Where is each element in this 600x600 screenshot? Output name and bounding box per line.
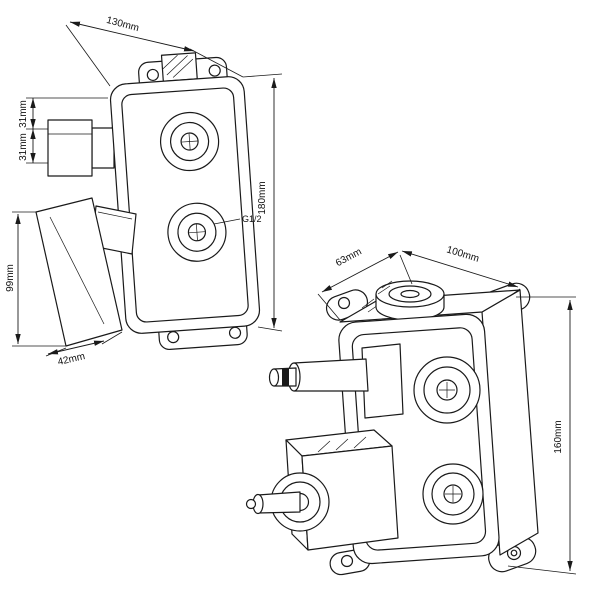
ear-hole: [340, 554, 354, 568]
diverter-assembly: [245, 429, 399, 551]
valve-front-body: [109, 52, 261, 351]
handle-lever: [35, 197, 137, 347]
top-inlet-cylinder: [375, 280, 445, 321]
mixer-valve-front-view: 130mm 31mm 31mm 99mm 42mm 180mm: [5, 15, 283, 368]
diverter-knob: [245, 472, 330, 532]
dim-label-body-height: 180mm: [257, 181, 268, 214]
dim-label-width: 100mm: [445, 244, 480, 264]
thread-spec-label: G1/2: [242, 214, 262, 224]
valve-body-iso-view: 63mm 100mm 160mm: [245, 244, 577, 576]
dim-label-step-upper: 31mm: [18, 100, 29, 128]
dim-label-handle-length: 99mm: [5, 264, 16, 292]
front-upper-port: [159, 111, 220, 172]
iso-upper-port: [413, 356, 481, 424]
iso-lower-port: [422, 463, 484, 525]
dim-label-handle-width: 42mm: [57, 351, 87, 368]
ear-hole: [337, 296, 351, 310]
top-boss: [160, 52, 198, 82]
dim-label-depth: 63mm: [334, 246, 364, 269]
front-view-dimensions: 130mm 31mm 31mm 99mm 42mm 180mm: [5, 15, 283, 368]
front-lower-port: [167, 202, 227, 262]
spindle: [268, 343, 404, 419]
dim-label-step-lower: 31mm: [18, 133, 29, 161]
cartridge-block: [47, 119, 120, 177]
dim-label-height: 160mm: [553, 420, 564, 453]
